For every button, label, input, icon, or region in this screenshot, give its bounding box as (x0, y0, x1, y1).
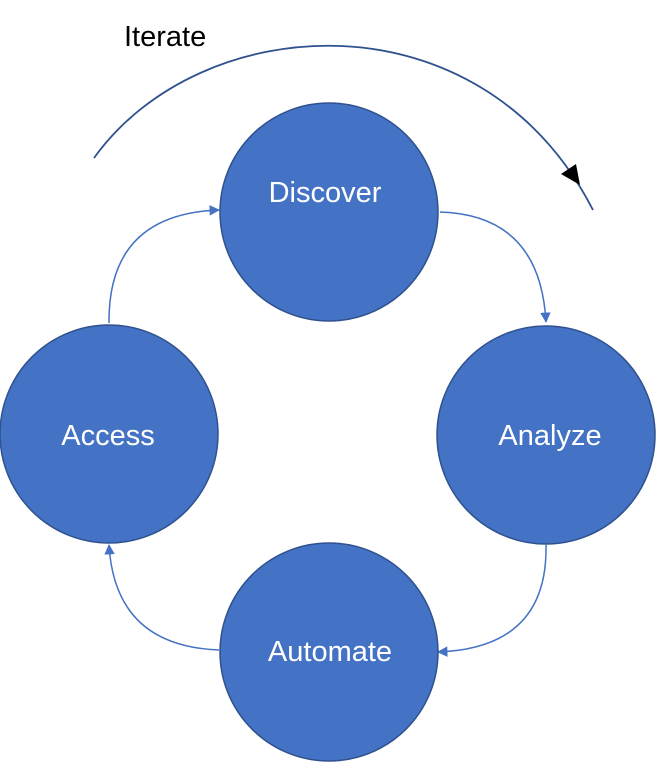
node-access: Access (0, 324, 219, 544)
connector-access-to-discover (108, 205, 221, 324)
node-automate: Automate (219, 542, 439, 762)
node-access-circle (0, 324, 219, 544)
node-analyze: Analyze (436, 325, 656, 545)
node-discover: Discover (219, 102, 439, 322)
node-analyze-circle (436, 325, 656, 545)
node-automate-label: Automate (268, 636, 392, 668)
node-analyze-label: Analyze (498, 420, 601, 452)
iterate-arrowhead (561, 164, 580, 185)
connector-automate-to-access (104, 543, 220, 651)
node-discover-label: Discover (269, 177, 382, 209)
connector-discover-to-analyze (439, 211, 551, 324)
iterate-arrow (93, 44, 594, 211)
iterate-label: Iterate (124, 21, 206, 53)
node-access-label: Access (61, 420, 154, 452)
connector-analyze-to-automate (436, 544, 547, 657)
node-discover-circle (219, 102, 439, 322)
node-automate-circle (219, 542, 439, 762)
